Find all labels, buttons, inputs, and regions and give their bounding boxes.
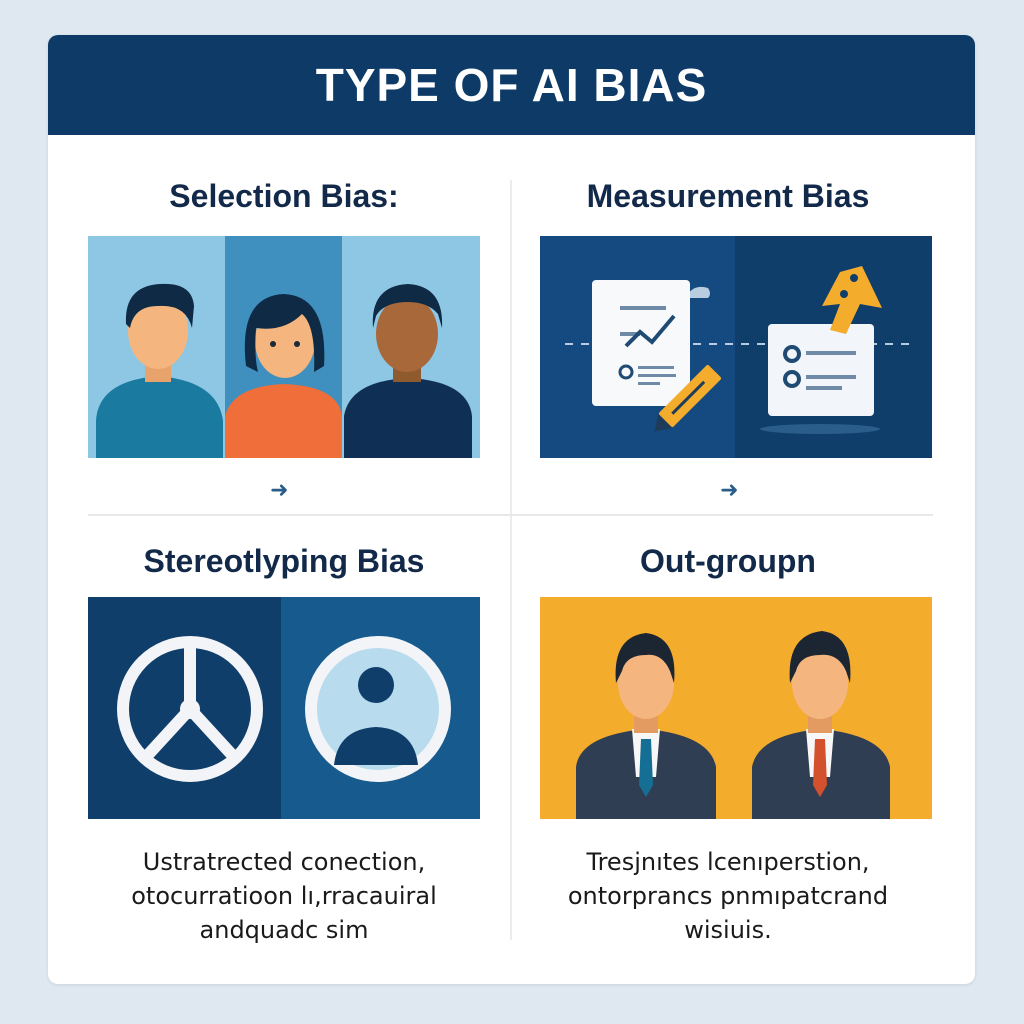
vertical-divider — [510, 180, 512, 940]
measurement-bias-illustration — [540, 236, 932, 458]
out-group-illustration — [540, 597, 932, 819]
stereotyping-bias-description: Ustratrected conection, otocurratioon lı… — [131, 848, 437, 944]
horizontal-divider — [88, 514, 933, 516]
measurement-bias-title: Measurement Bias — [586, 178, 870, 214]
arrow-right-icon: ➜ — [270, 477, 289, 502]
selection-bias-illustration — [88, 236, 480, 458]
two-businessmen-icon — [540, 597, 932, 819]
chart-document-icon — [540, 236, 932, 458]
stereotyping-bias-illustration — [88, 597, 480, 819]
arrow-right-icon: ➜ — [720, 477, 739, 502]
page-title: TYPE OF AI BIAS — [315, 59, 708, 111]
selection-bias-title: Selection Bias: — [169, 178, 399, 214]
infographic-card: TYPE OF AI BIAS Selection Bias: ➜ — [48, 35, 975, 984]
three-people-icon — [88, 236, 480, 458]
peace-and-person-icon — [88, 597, 480, 819]
stereotyping-bias-title: Stereotlyping Bias — [143, 543, 425, 579]
out-group-description: Tresjnıtes lcenıperstion, ontorprancs pn… — [567, 848, 889, 944]
header-banner: TYPE OF AI BIAS — [48, 35, 975, 135]
out-group-title: Out-groupn — [640, 543, 816, 579]
